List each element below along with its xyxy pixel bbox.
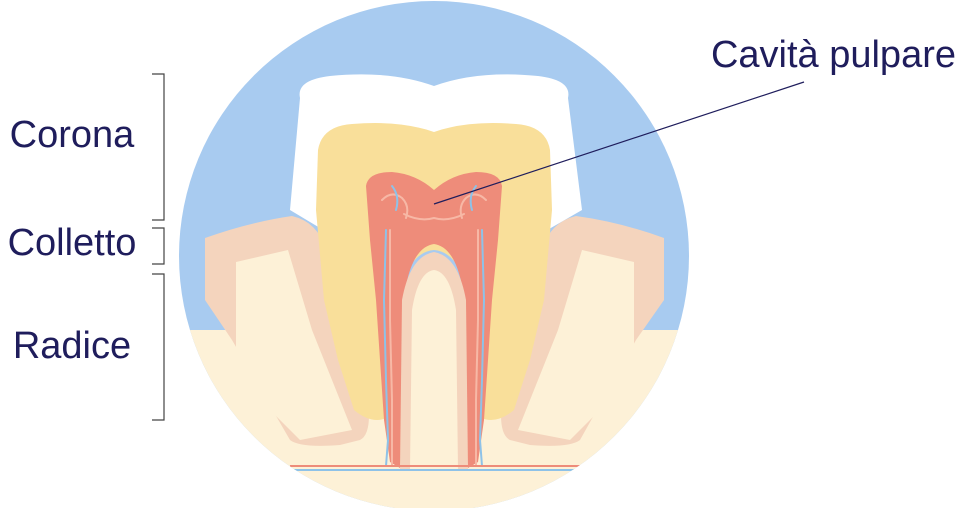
root-bracket bbox=[152, 273, 165, 421]
base-vessels bbox=[290, 465, 580, 471]
label-neck: Colletto bbox=[8, 222, 137, 264]
section-brackets bbox=[152, 73, 165, 421]
pulp-vessels bbox=[381, 185, 487, 467]
pulp-cavity-pointer bbox=[433, 81, 805, 205]
neck-bracket bbox=[152, 227, 165, 265]
root-inner-bone bbox=[410, 270, 458, 470]
label-crown: Corona bbox=[10, 114, 135, 156]
label-root: Radice bbox=[13, 325, 131, 367]
crown-bracket bbox=[152, 73, 165, 221]
label-pulp-cavity: Cavità pulpare bbox=[711, 34, 956, 76]
pulp-cavity-shape bbox=[366, 172, 502, 468]
left-gum-inner bbox=[236, 250, 352, 440]
right-gum-inner bbox=[518, 250, 634, 440]
